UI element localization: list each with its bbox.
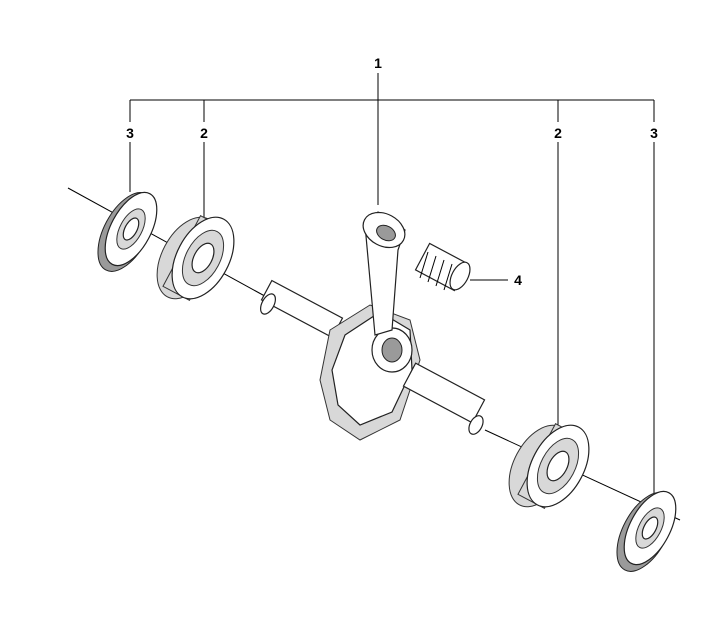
oil-seal-right xyxy=(616,490,677,572)
needle-bearing xyxy=(414,242,471,292)
callout-seal-right: 3 xyxy=(650,125,658,141)
ball-bearing-right xyxy=(508,422,590,510)
callout-seal-left: 3 xyxy=(126,125,134,141)
ball-bearing-left xyxy=(156,214,235,302)
callout-crankshaft: 1 xyxy=(374,55,382,71)
oil-seal-left xyxy=(97,191,158,272)
callout-bearing-right: 2 xyxy=(554,125,562,141)
callout-needle-bearing: 4 xyxy=(514,272,522,288)
leader-lines xyxy=(129,73,655,494)
crankshaft xyxy=(260,211,486,441)
callout-bearing-left: 2 xyxy=(200,125,208,141)
